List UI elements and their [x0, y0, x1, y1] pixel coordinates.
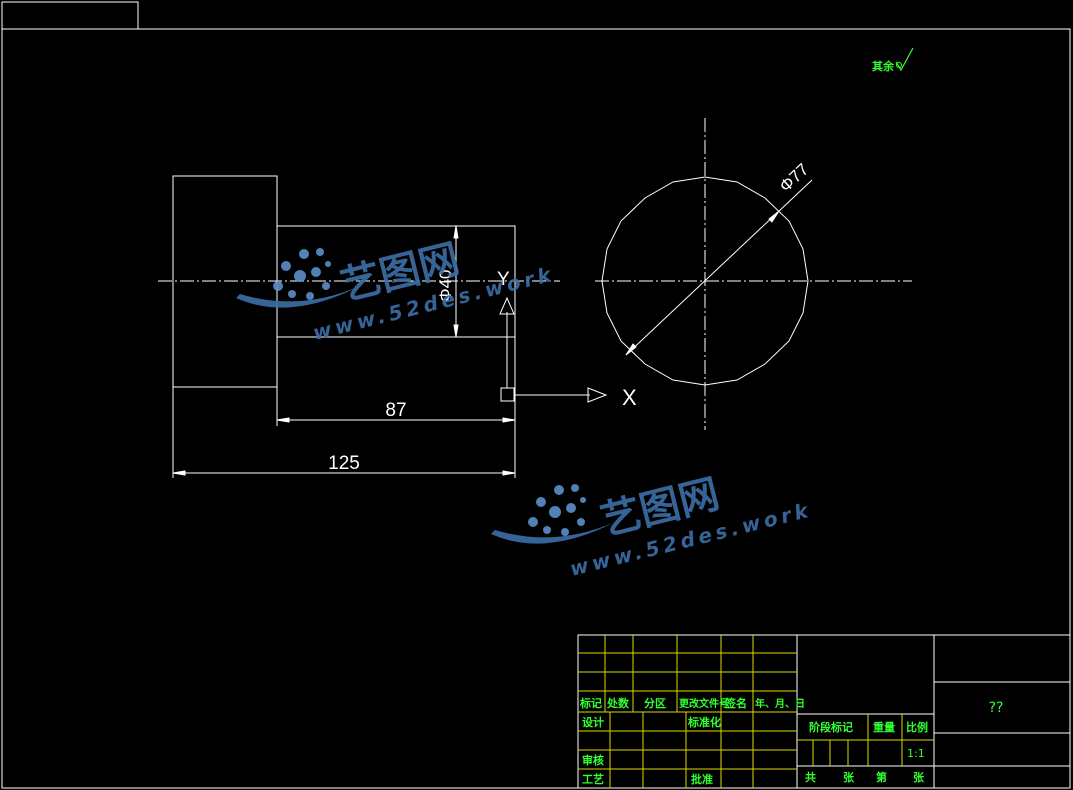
arrow-125-right [502, 470, 516, 476]
arrow-dia77-high [768, 210, 780, 223]
tb-label-total: 共 [805, 770, 816, 784]
tb-label-scale: 比例 [906, 720, 928, 734]
roughness-circle-icon [896, 62, 902, 68]
tb-label-zone: 分区 [644, 696, 666, 710]
watermark-globe-icon [236, 248, 360, 308]
watermark-1: 艺图网 www.52des.work [236, 236, 557, 345]
dim-text-125: 125 [328, 453, 360, 474]
arrow-dia40-top [453, 225, 459, 239]
title-block-grid [578, 635, 934, 788]
arrow-125-left [172, 470, 186, 476]
drawing-frame [1, 28, 1071, 789]
arrow-dia40-bottom [453, 324, 459, 338]
tb-label-review: 审核 [582, 753, 604, 767]
title-block: 标记 处数 分区 更改文件号 签名 年、月、日 设计 标准化 审核 工艺 批准 … [577, 634, 1071, 789]
tb-label-approve: 批准 [691, 772, 713, 786]
roughness-text: 其余 [872, 59, 895, 73]
ucs-y-arrow [499, 296, 515, 315]
tb-label-process: 工艺 [582, 772, 604, 786]
roughness-check-icon [895, 47, 914, 72]
dim-line-dia77 [625, 179, 813, 356]
tb-label-count: 处数 [606, 696, 630, 710]
dim-text-dia40: Φ40 [436, 270, 455, 302]
part-front-view-circle [601, 176, 809, 386]
dimensions [172, 179, 813, 478]
tb-label-date: 年、月、日 [755, 697, 805, 710]
centerlines [158, 118, 912, 430]
arrow-87-right [502, 417, 516, 423]
tb-label-stage: 阶段标记 [809, 720, 853, 734]
tb-label-weight: 重量 [873, 720, 895, 734]
tb-label-sheets-2: 张 [913, 770, 925, 784]
tb-scale-value: 1:1 [907, 747, 925, 760]
tb-label-sign: 签名 [724, 696, 747, 710]
arrow-87-left [276, 417, 290, 423]
ucs-origin-box [500, 387, 515, 402]
tb-label-mark: 标记 [579, 696, 602, 710]
ucs-y-label: Y [497, 269, 510, 290]
tb-drawing-name: ?? [989, 700, 1004, 716]
tb-label-sheets: 张 [843, 770, 855, 784]
dim-text-87: 87 [385, 400, 406, 421]
watermark-2: 艺图网 www.52des.work [491, 471, 814, 581]
ucs-x-label: X [622, 385, 637, 410]
tb-label-design: 设计 [582, 715, 604, 729]
surface-roughness-note: 其余 [872, 47, 914, 73]
dim-text-dia77: Φ77 [776, 160, 813, 196]
ucs-axes [499, 296, 608, 403]
tb-label-change-doc: 更改文件号 [679, 697, 729, 710]
tb-label-standardize: 标准化 [687, 715, 721, 729]
watermark-globe-icon-2 [491, 484, 615, 544]
ucs-x-arrow [587, 387, 608, 403]
corner-label-box [1, 1, 139, 30]
tb-label-sheet-no: 第 [876, 770, 887, 784]
